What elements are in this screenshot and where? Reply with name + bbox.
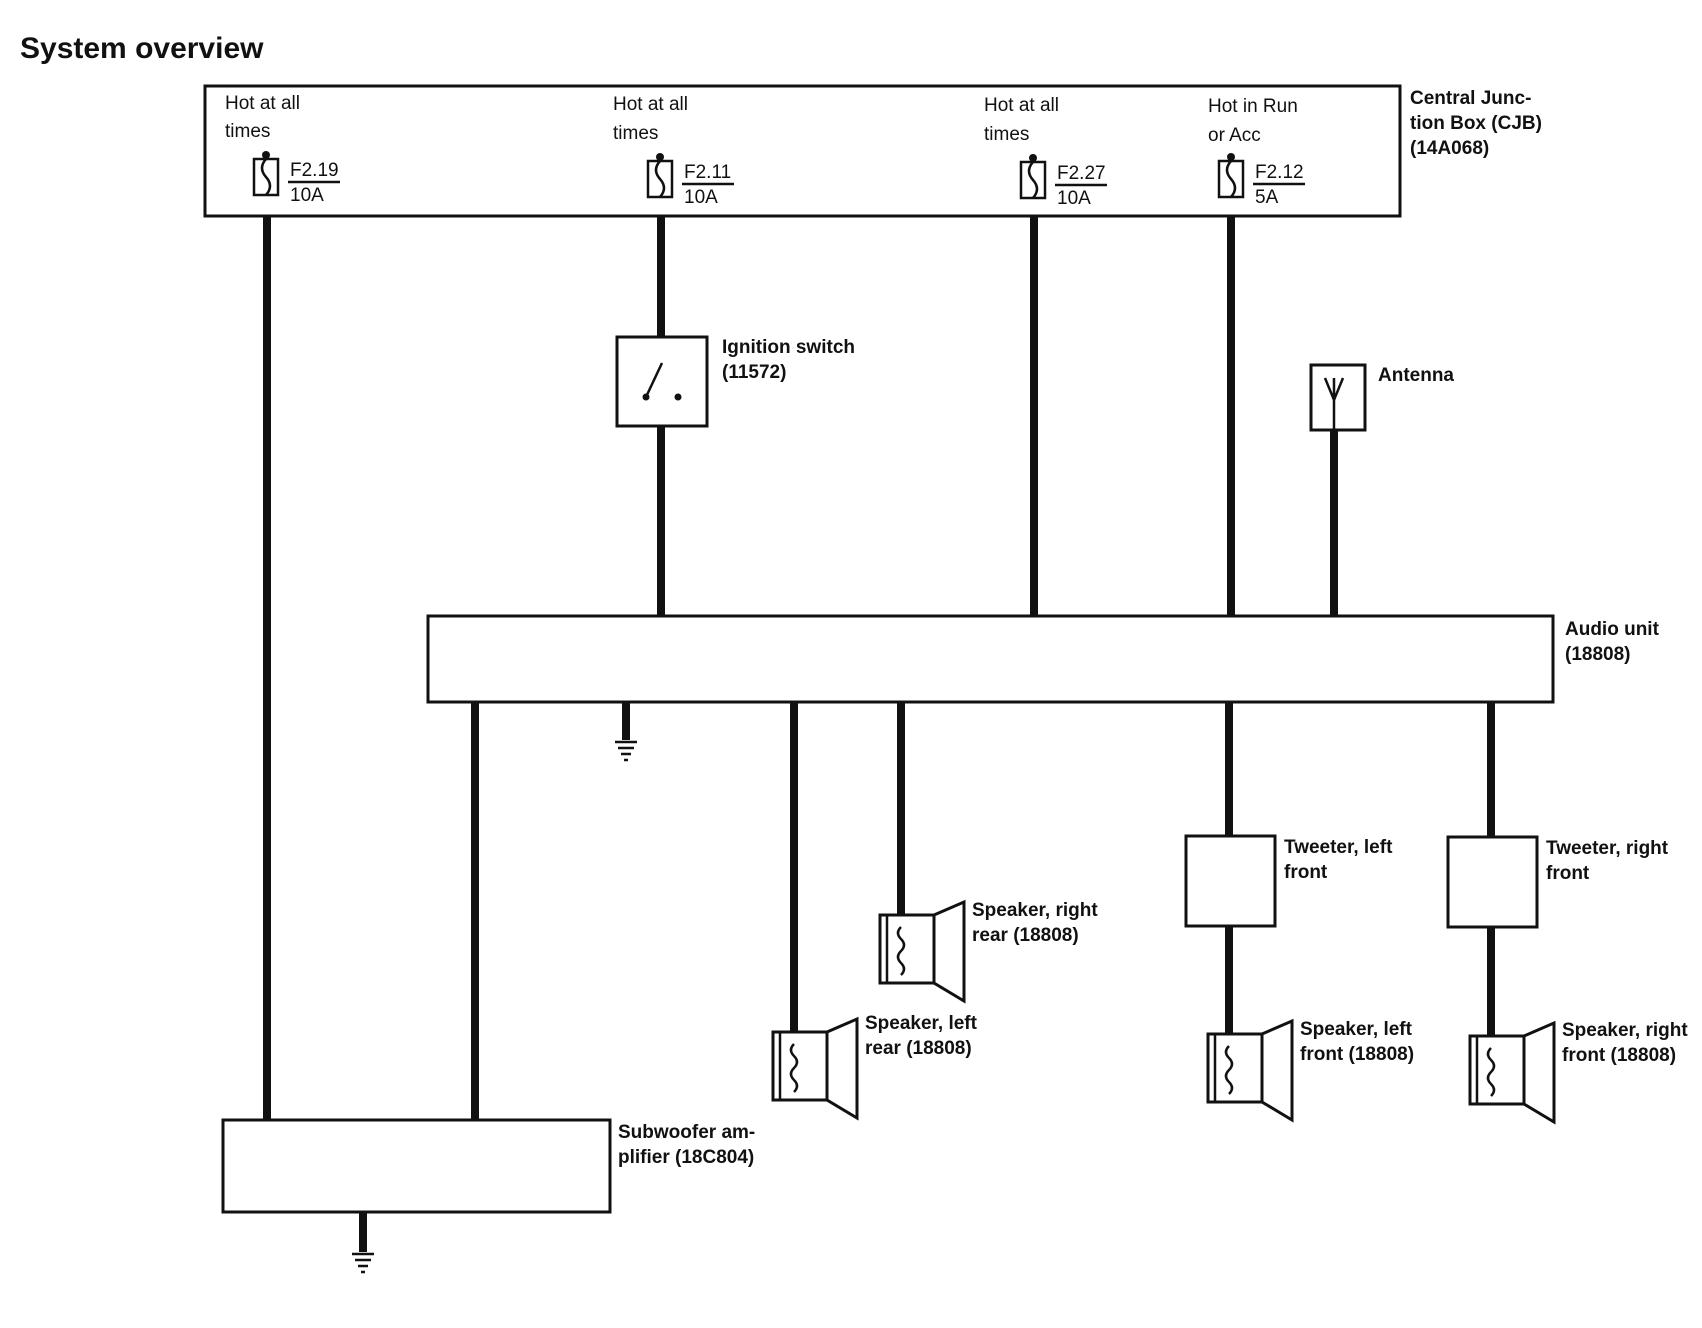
antenna-label: Antenna: [1378, 365, 1454, 386]
switch-lever-icon: [644, 362, 664, 398]
speaker-right-front-icon: [1468, 1020, 1556, 1125]
tweeter-left-label: Tweeter, left: [1284, 837, 1393, 858]
speaker-right-rear-label-2: rear (18808): [972, 925, 1079, 946]
fuse-rating: 5A: [1255, 187, 1279, 208]
fuse-feed-label: Hot at all: [225, 93, 300, 114]
fuse-f2-19: Hot at all times F2.19 10A: [225, 93, 340, 206]
speaker-right-front-label: Speaker, right: [1562, 1020, 1688, 1041]
fuse-terminal-icon: [262, 151, 270, 159]
fuse-feed-label: or Acc: [1208, 125, 1261, 146]
audio-unit-label: Audio unit: [1565, 619, 1660, 640]
speaker-right-front-label-2: front (18808): [1562, 1045, 1676, 1066]
subwoofer-amplifier: [221, 1118, 612, 1214]
subwoofer-ground-icon: [352, 1252, 374, 1274]
fuse-f2-11: Hot at all times F2.11 10A: [613, 94, 734, 208]
fuse-rating: 10A: [684, 187, 718, 208]
subwoofer-label: Subwoofer am-: [618, 1122, 755, 1143]
fuse-id: F2.11: [684, 162, 731, 183]
speaker-left-rear-icon: [771, 1016, 859, 1121]
antenna-box: [1309, 363, 1367, 432]
fuse-f2-27: Hot at all times F2.27 10A: [984, 95, 1107, 209]
fuse-element-icon: [260, 158, 272, 196]
fuse-feed-label: Hot at all: [984, 95, 1059, 116]
fuse-element-icon: [1225, 160, 1237, 198]
tweeter-right-front: [1446, 835, 1539, 929]
speaker-left-front-label-2: front (18808): [1300, 1044, 1414, 1065]
fuse-element-icon: [1027, 161, 1039, 199]
speaker-left-rear-label: Speaker, left: [865, 1013, 978, 1034]
cjb-label-line2: tion Box (CJB): [1410, 113, 1542, 134]
audio-ground-icon: [615, 740, 637, 762]
subwoofer-label-2: plifier (18C804): [618, 1147, 754, 1168]
speaker-right-rear-label: Speaker, right: [972, 900, 1098, 921]
speaker-left-rear-label-2: rear (18808): [865, 1038, 972, 1059]
central-junction-box: [203, 84, 1402, 218]
antenna-icon: [1323, 377, 1345, 430]
fuse-terminal-icon: [1227, 153, 1235, 161]
tweeter-right-label-2: front: [1546, 863, 1590, 884]
fuse-f2-12: Hot in Run or Acc F2.12 5A: [1208, 96, 1305, 208]
page-title: System overview: [20, 32, 264, 65]
cjb-label-line3: (14A068): [1410, 138, 1489, 159]
fuse-rating: 10A: [290, 185, 324, 206]
tweeter-left-front: [1184, 834, 1277, 928]
ignition-switch-label: Ignition switch: [722, 337, 855, 358]
tweeter-left-label-2: front: [1284, 862, 1328, 883]
switch-contact-icon: [674, 393, 682, 401]
fuse-terminal-icon: [1029, 154, 1037, 162]
speaker-left-front-icon: [1206, 1018, 1294, 1123]
speaker-right-rear-icon: [878, 899, 966, 1004]
fuse-feed-label: times: [613, 123, 658, 144]
fuse-feed-label: Hot in Run: [1208, 96, 1298, 117]
cjb-label-line1: Central Junc-: [1410, 88, 1531, 109]
ignition-switch: [615, 335, 709, 428]
audio-unit-number: (18808): [1565, 644, 1631, 665]
fuse-id: F2.27: [1057, 163, 1106, 184]
fuse-id: F2.12: [1255, 162, 1304, 183]
fuse-terminal-icon: [656, 153, 664, 161]
fuse-feed-label: times: [225, 121, 270, 142]
fuse-feed-label: times: [984, 124, 1029, 145]
fuse-rating: 10A: [1057, 188, 1091, 209]
fuse-feed-label: Hot at all: [613, 94, 688, 115]
fuse-element-icon: [654, 160, 666, 198]
audio-unit: [426, 614, 1555, 704]
tweeter-right-label: Tweeter, right: [1546, 838, 1669, 859]
speaker-left-front-label: Speaker, left: [1300, 1019, 1413, 1040]
ignition-switch-number: (11572): [722, 362, 786, 383]
fuse-id: F2.19: [290, 160, 339, 181]
